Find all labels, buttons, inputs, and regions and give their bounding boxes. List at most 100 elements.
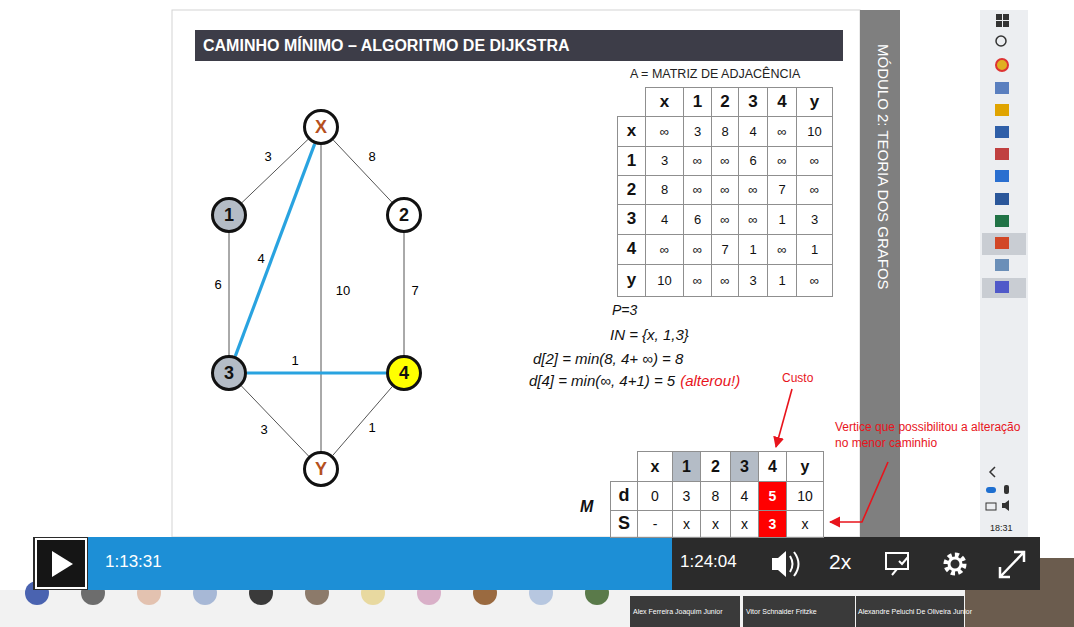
cloud-icon <box>986 487 996 493</box>
matrix-cell: ∞ <box>738 204 768 235</box>
matrix-cell: 10 <box>796 116 833 147</box>
table-caption: A = MATRIZ DE ADJACÊNCIA <box>630 67 800 82</box>
graph-vertex: X <box>303 109 339 145</box>
vertex-label: X <box>315 118 327 136</box>
matrix-cell: 7 <box>711 234 739 265</box>
matrix-cell: ∞ <box>683 264 712 297</box>
participant-tile <box>743 596 855 627</box>
graph-edge <box>333 140 391 202</box>
slide-title: CAMINHO MÍNIMO – ALGORITMO DE DIJKSTRA <box>203 36 570 55</box>
matrix-cell: ∞ <box>796 146 833 176</box>
matrix-cell: 10 <box>645 264 684 297</box>
vertex-label: Y <box>315 460 327 478</box>
edge-weight: 3 <box>258 423 269 437</box>
clock-readout: 18:31 <box>990 523 1013 534</box>
teams-icon <box>995 281 1009 293</box>
participant-name: Alexandre Peluchi De Oliveira Junior <box>858 608 972 616</box>
tray-arrow <box>990 467 995 477</box>
matrix-cell: ∞ <box>683 175 712 205</box>
start-icon <box>996 21 1002 27</box>
network-icon <box>986 503 996 510</box>
annotation-note: Vertice que possibilitou a alteração no … <box>835 420 1035 451</box>
graph-vertex: 1 <box>211 197 247 233</box>
module-heading: MÓDULO 2: TEORIA DOS GRAFOS <box>874 44 892 290</box>
result-header: x <box>637 451 673 482</box>
leader-arrow <box>830 462 888 522</box>
matrix-cell: 3 <box>645 146 684 176</box>
vertex-outline <box>388 199 421 232</box>
matrix-cell: 7 <box>767 175 797 205</box>
player-bar <box>33 537 1040 590</box>
matrix-cell: 6 <box>683 204 712 235</box>
leader-arrow <box>776 389 792 447</box>
result-cell: x <box>730 510 759 538</box>
matrix-cell: 4 <box>738 116 768 147</box>
start-icon <box>1003 21 1009 27</box>
vertex-outline <box>213 199 246 232</box>
matrix-cell: 4 <box>645 204 684 235</box>
result-header: y <box>786 451 824 482</box>
side-band <box>860 10 900 537</box>
matrix-cell: ∞ <box>645 116 684 147</box>
progress-fill <box>88 537 672 590</box>
matrix-cell: ∞ <box>683 234 712 265</box>
step-note: d[4] = min(∞, 4+1) = 5 <box>529 372 675 390</box>
edge-weight: 3 <box>262 150 273 164</box>
fullscreen-icon <box>1000 552 1024 577</box>
matrix-header: 3 <box>617 204 646 235</box>
matrix-cell: 3 <box>796 204 833 235</box>
search-icon <box>996 36 1006 46</box>
graph-vertex: Y <box>303 451 339 487</box>
matrix-cell: ∞ <box>645 234 684 265</box>
result-cell: 8 <box>700 481 731 511</box>
vertex-outline <box>305 453 338 486</box>
edge-weight: 1 <box>289 354 300 368</box>
matrix-header: x <box>617 116 646 147</box>
time-readout: 1:24:04 <box>680 552 737 572</box>
matrix-cell: ∞ <box>796 175 833 205</box>
matrix-cell: 8 <box>645 175 684 205</box>
graph-edge <box>235 144 314 356</box>
step-note: P=3 <box>612 302 637 319</box>
result-cell: 3 <box>758 510 787 538</box>
matrix-header: 1 <box>617 146 646 176</box>
matrix-cell: 1 <box>767 264 797 297</box>
app-icon <box>995 82 1009 94</box>
result-cell: 10 <box>786 481 824 511</box>
time-readout: 1:13:31 <box>105 552 162 572</box>
edge-weight: 6 <box>212 278 223 292</box>
graph-edge <box>333 387 392 456</box>
matrix-cell: 3 <box>683 116 712 147</box>
result-cell: 0 <box>637 481 673 511</box>
graph-edge <box>404 233 405 355</box>
matrix-cell: ∞ <box>767 116 797 147</box>
edge-weight: 7 <box>409 284 420 298</box>
matrix-header: 2 <box>617 175 646 205</box>
matrix-cell: 8 <box>711 116 739 147</box>
result-header: 4 <box>758 451 787 482</box>
result-header: 3 <box>730 451 759 482</box>
edge-weight: 8 <box>366 150 377 164</box>
graph-edge <box>321 145 322 451</box>
participant-tile <box>630 596 740 627</box>
active-slot <box>982 278 1026 298</box>
graph-edge <box>242 139 308 202</box>
matrix-header: x <box>645 87 684 117</box>
vertex-outline <box>213 357 246 390</box>
app-icon <box>995 148 1009 160</box>
edge-weight: 1 <box>366 421 377 435</box>
matrix-cell: 1 <box>767 204 797 235</box>
start-icon <box>996 14 1002 20</box>
browser-icon <box>996 59 1008 71</box>
mic-icon <box>1004 485 1009 494</box>
play-button <box>36 539 86 588</box>
matrix-cell: ∞ <box>683 146 712 176</box>
app-icon <box>995 126 1009 138</box>
matrix-cell: ∞ <box>711 175 739 205</box>
annotation-note: Custo <box>782 371 813 385</box>
matrix-header: 4 <box>617 234 646 265</box>
powerpoint-icon <box>995 237 1009 249</box>
start-icon <box>1003 14 1009 20</box>
matrix-header: 1 <box>683 87 712 117</box>
